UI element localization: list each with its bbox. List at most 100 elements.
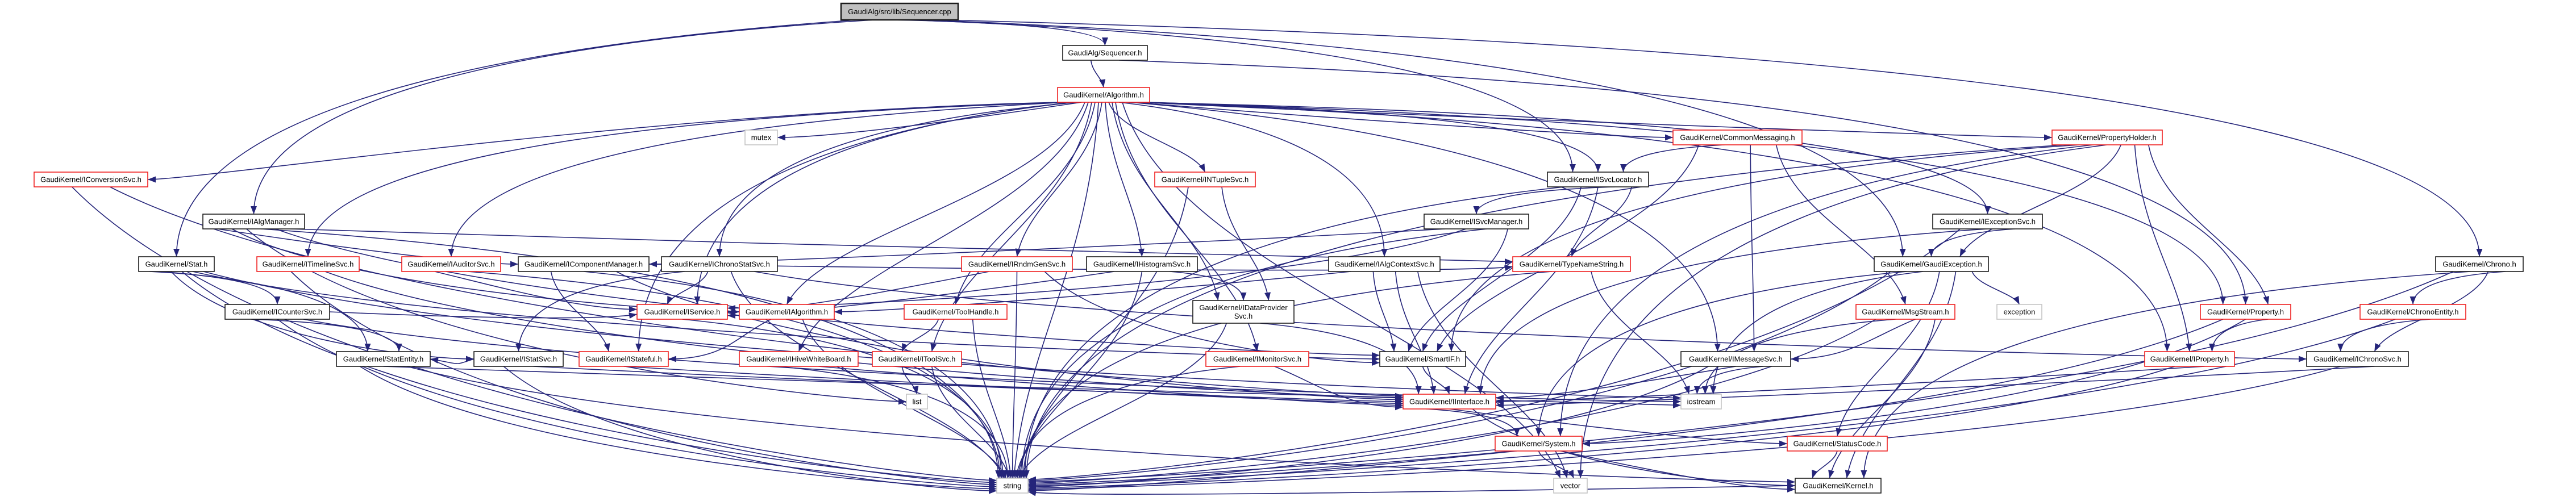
node-istateful[interactable]: GaudiKernel/IStateful.h [579, 351, 669, 367]
node-exception[interactable]: exception [1996, 304, 2042, 320]
arrowhead-isvcmanager-smartif [1407, 343, 1414, 352]
arrowhead-property-iproperty [2209, 344, 2215, 352]
node-box-imessagesvc [1680, 351, 1791, 367]
edge-ichronosvc-iinterface [1495, 366, 2375, 406]
edge-iexception-gaudiexception [1930, 228, 2015, 257]
node-isvcmanager[interactable]: GaudiKernel/ISvcManager.h [1424, 214, 1529, 229]
arrowhead-ichronostat-istatsvc [515, 344, 522, 352]
node-ichronostat[interactable]: GaudiKernel/IChronoStatSvc.h [661, 256, 778, 272]
node-itimeline[interactable]: GaudiKernel/ITimelineSvc.h [256, 256, 360, 272]
node-box-iostream [1680, 394, 1722, 410]
node-label-istatsvc: GaudiKernel/IStatSvc.h [480, 355, 557, 364]
node-label-ichronostat: GaudiKernel/IChronoStatSvc.h [669, 260, 770, 269]
arrowhead-irndmgen-smartif [1372, 360, 1380, 366]
node-ialgmanager[interactable]: GaudiKernel/IAlgManager.h [202, 214, 305, 229]
node-list[interactable]: list [906, 394, 928, 410]
edge-property_holder-smartif [1451, 144, 2080, 352]
node-ialgorithm[interactable]: GaudiKernel/IAlgorithm.h [739, 304, 835, 320]
edge-iproperty-iinterface [1495, 366, 2205, 402]
node-msgstream[interactable]: GaudiKernel/MsgStream.h [1855, 304, 1955, 320]
node-chrono[interactable]: GaudiKernel/Chrono.h [2435, 256, 2524, 272]
node-sequencer_h[interactable]: GaudiAlg/Sequencer.h [1062, 45, 1148, 61]
node-box-kernel [1795, 478, 1882, 494]
node-ihivewhiteboard[interactable]: GaudiKernel/IHiveWhiteBoard.h [739, 351, 859, 367]
edge-icounter-iservice [329, 311, 638, 319]
edge-gaudiexception-system [1538, 271, 1907, 437]
node-isvclocator[interactable]: GaudiKernel/ISvcLocator.h [1547, 172, 1649, 187]
node-smartif[interactable]: GaudiKernel/SmartIF.h [1379, 351, 1466, 367]
node-iservice[interactable]: GaudiKernel/IService.h [636, 304, 728, 320]
edge-isvclocator-isvcmanager [1476, 186, 1615, 215]
node-stat[interactable]: GaudiKernel/Stat.h [138, 256, 215, 272]
arrowhead-statentity-iostream [1673, 402, 1681, 408]
edge-common_messaging-msgstream [1775, 144, 1906, 305]
node-mutex[interactable]: mutex [744, 130, 778, 145]
edge-gaudiexception-exception [1971, 271, 2020, 305]
node-iconversion[interactable]: GaudiKernel/IConversionSvc.h [34, 172, 148, 187]
edge-ialgcontext-smartif [1372, 271, 1395, 352]
node-label-ihistogram: GaudiKernel/IHistogramSvc.h [1093, 260, 1191, 269]
node-chronoentity[interactable]: GaudiKernel/ChronoEntity.h [2359, 304, 2466, 320]
node-toolhandle[interactable]: GaudiKernel/ToolHandle.h [904, 304, 1008, 320]
node-imonitor[interactable]: GaudiKernel/IMonitorSvc.h [1205, 351, 1309, 367]
arrowhead-cpp-chrono [2476, 249, 2483, 257]
edge-idataprovider-iinterface [1260, 323, 1419, 395]
node-common_messaging[interactable]: GaudiKernel/CommonMessaging.h [1672, 130, 1803, 145]
node-icounter[interactable]: GaudiKernel/ICounterSvc.h [224, 304, 330, 320]
edge-irndmgen-string [1012, 271, 1018, 479]
node-box-property_holder [2051, 130, 2163, 145]
edge-stat-string [181, 271, 997, 483]
node-irndmgen[interactable]: GaudiKernel/IRndmGenSvc.h [961, 256, 1073, 272]
arrowhead-istatsvc-string [989, 487, 997, 494]
node-box-ihistogram [1086, 256, 1198, 272]
node-istatsvc[interactable]: GaudiKernel/IStatSvc.h [473, 351, 564, 367]
arrowhead-istatsvc-statentity [430, 357, 439, 364]
node-icomponentmgr[interactable]: GaudiKernel/IComponentManager.h [518, 256, 650, 272]
node-statentity[interactable]: GaudiKernel/StatEntity.h [336, 351, 431, 367]
arrowhead-idataprovider-iinterface [1415, 386, 1422, 394]
node-property_holder[interactable]: GaudiKernel/PropertyHolder.h [2051, 130, 2163, 145]
edge-stat-iostream [203, 271, 1682, 399]
edge-algorithm_h-irndmgen [1016, 102, 1102, 257]
node-algorithm_h[interactable]: GaudiKernel/Algorithm.h [1057, 87, 1150, 103]
node-iostream[interactable]: iostream [1680, 394, 1722, 410]
node-vector[interactable]: vector [1553, 478, 1588, 494]
node-itoolsvc[interactable]: GaudiKernel/IToolSvc.h [872, 351, 962, 367]
node-intuple[interactable]: GaudiKernel/INTupleSvc.h [1154, 172, 1256, 187]
node-property[interactable]: GaudiKernel/Property.h [2200, 304, 2291, 320]
node-typenamestring[interactable]: GaudiKernel/TypeNameString.h [1512, 256, 1631, 272]
arrowhead-cpp-ialgmanager [251, 206, 257, 214]
node-iproperty[interactable]: GaudiKernel/IProperty.h [2144, 351, 2235, 367]
node-label-exception: exception [2004, 308, 2036, 316]
node-iinterface[interactable]: GaudiKernel/IInterface.h [1403, 394, 1496, 410]
arrowhead-property-system [1582, 440, 1590, 447]
node-imessagesvc[interactable]: GaudiKernel/IMessageSvc.h [1680, 351, 1791, 367]
node-box-common_messaging [1672, 130, 1803, 145]
node-system[interactable]: GaudiKernel/System.h [1495, 436, 1583, 452]
node-iexception[interactable]: GaudiKernel/IExceptionSvc.h [1932, 214, 2043, 229]
node-ialgcontext[interactable]: GaudiKernel/IAlgContextSvc.h [1328, 256, 1441, 272]
arrowhead-common_messaging-smartif [1437, 343, 1443, 352]
node-cpp[interactable]: GaudiAlg/src/lib/Sequencer.cpp [840, 2, 959, 21]
node-label-iinterface: GaudiKernel/IInterface.h [1409, 398, 1489, 406]
node-string[interactable]: string [996, 478, 1029, 494]
node-label-idataprovider-line1: GaudiKernel/IDataProvider [1199, 303, 1288, 312]
arrowhead-ialgmanager-typenamestring [1505, 258, 1513, 265]
node-box-typenamestring [1512, 256, 1631, 272]
arrowhead-gaudiexception-iostream [1710, 386, 1717, 394]
node-kernel[interactable]: GaudiKernel/Kernel.h [1795, 478, 1882, 494]
edge-stat-istatsvc [170, 271, 475, 360]
node-ihistogram[interactable]: GaudiKernel/IHistogramSvc.h [1086, 256, 1198, 272]
node-statuscode[interactable]: GaudiKernel/StatusCode.h [1787, 436, 1888, 452]
arrowhead-isvclocator-smartif [1422, 343, 1429, 352]
arrowhead-algorithm_h-common_messaging [1665, 134, 1673, 141]
arrowhead-property_holder-gaudiexception [1959, 248, 1966, 257]
node-ichronosvc[interactable]: GaudiKernel/IChronoSvc.h [2306, 351, 2409, 367]
node-iauditor[interactable]: GaudiKernel/IAuditorSvc.h [401, 256, 501, 272]
edge-isvclocator-typenamestring [1571, 186, 1633, 257]
arrowhead-ialgorithm-istateful [668, 356, 676, 362]
edge-algorithm_h-ihistogram [1105, 102, 1143, 257]
node-gaudiexception[interactable]: GaudiKernel/GaudiException.h [1874, 256, 1989, 272]
